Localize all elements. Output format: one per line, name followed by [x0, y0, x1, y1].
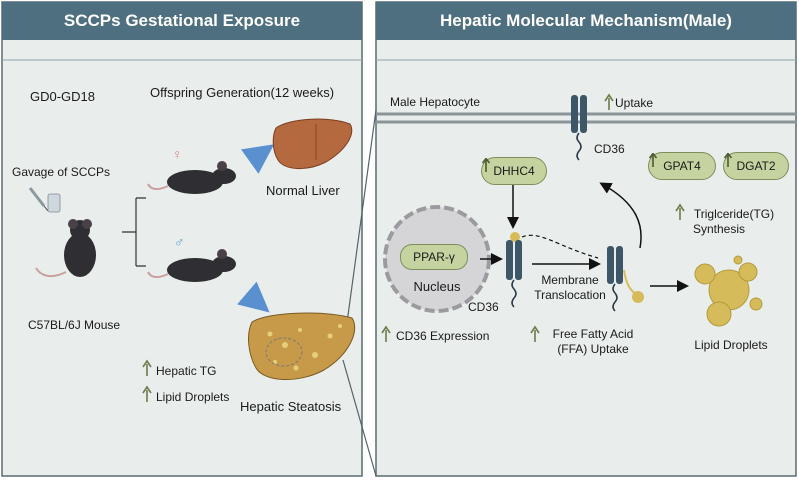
up-arrow-icon	[604, 93, 614, 110]
gpat4-pill: GPAT4	[648, 152, 716, 180]
cd36-expression-label: CD36 Expression	[396, 329, 490, 343]
left-panel-title: SCCPs Gestational Exposure	[63, 11, 301, 30]
zoom-line-bottom	[342, 359, 377, 477]
normal-liver-label: Normal Liver	[266, 183, 340, 198]
ffa-uptake-line2: (FFA) Uptake	[557, 342, 629, 356]
exposure-period: GD0-GD18	[30, 89, 96, 104]
lipid-droplets-marker-label: Lipid Droplets	[156, 390, 230, 404]
female-symbol-icon: ♀	[172, 146, 183, 162]
dashed-translocation-path	[521, 234, 599, 259]
cd36-receptor-membrane	[571, 95, 587, 161]
branch-bracket	[122, 197, 146, 267]
gpat4-label: GPAT4	[663, 159, 701, 173]
lipid-droplets-label: Lipid Droplets	[694, 338, 768, 352]
up-arrow-icon	[675, 203, 685, 220]
hepatic-tg-label: Hepatic TG	[156, 364, 217, 378]
lipid-droplets-icon	[694, 255, 763, 327]
arrow-to-normal-liver	[241, 144, 275, 174]
gavage-label: Gavage of SCCPs	[12, 165, 111, 179]
female-mouse-icon	[147, 161, 236, 194]
male-mouse-icon	[147, 249, 236, 282]
membrane-label: Male Hepatocyte	[390, 95, 481, 109]
fatty-liver-icon	[248, 312, 356, 381]
left-panel-header	[2, 2, 362, 40]
cd36-receptor-palmitoylated	[506, 232, 522, 308]
syringe-icon	[28, 187, 49, 212]
male-symbol-icon: ♂	[174, 234, 185, 250]
right-panel-header	[376, 2, 796, 40]
dgat2-label: DGAT2	[736, 159, 776, 173]
cd36-receptor-ffa	[607, 246, 644, 312]
tg-synthesis-line2: Synthesis	[692, 222, 746, 236]
dhhc4-label: DHHC4	[493, 164, 535, 178]
ffa-uptake-line1: Free Fatty Acid	[552, 327, 634, 341]
dhhc4-pill: DHHC4	[481, 157, 547, 185]
nucleus-label: Nucleus	[413, 279, 461, 294]
offspring-label: Offspring Generation(12 weeks)	[150, 85, 335, 100]
mouse-strain-label: C57BL/6J Mouse	[28, 318, 121, 332]
dgat2-pill: DGAT2	[723, 152, 789, 180]
up-arrow-icon	[142, 359, 152, 376]
up-arrow-icon	[724, 153, 732, 167]
vial-icon	[47, 193, 61, 213]
translocation-line2: Translocation	[534, 288, 606, 302]
steatosis-label: Hepatic Steatosis	[240, 399, 342, 414]
normal-liver-icon	[272, 118, 353, 169]
ppar-gamma-pill: PPAR-γ	[400, 244, 468, 270]
up-arrow-icon	[649, 153, 657, 167]
tg-synthesis-line1: Triglceride(TG)	[693, 207, 775, 221]
dam-mouse-icon	[35, 219, 96, 278]
zoom-line-top	[342, 109, 377, 353]
left-panel	[1, 1, 363, 477]
ppar-gamma-label: PPAR-γ	[413, 250, 455, 264]
up-arrow-icon	[381, 325, 391, 342]
cd36-mid-label: CD36	[468, 300, 499, 314]
up-arrow-icon	[482, 158, 490, 172]
cd36-top-label: CD36	[594, 142, 625, 156]
uptake-label: Uptake	[615, 96, 654, 110]
arrow-to-steatosis	[237, 281, 270, 313]
up-arrow-icon	[530, 325, 540, 342]
right-panel-title: Hepatic Molecular Mechanism(Male)	[440, 11, 732, 30]
up-arrow-icon	[142, 385, 152, 402]
translocation-line1: Membrane	[541, 273, 599, 287]
arrow-to-membrane-cd36	[599, 182, 642, 249]
